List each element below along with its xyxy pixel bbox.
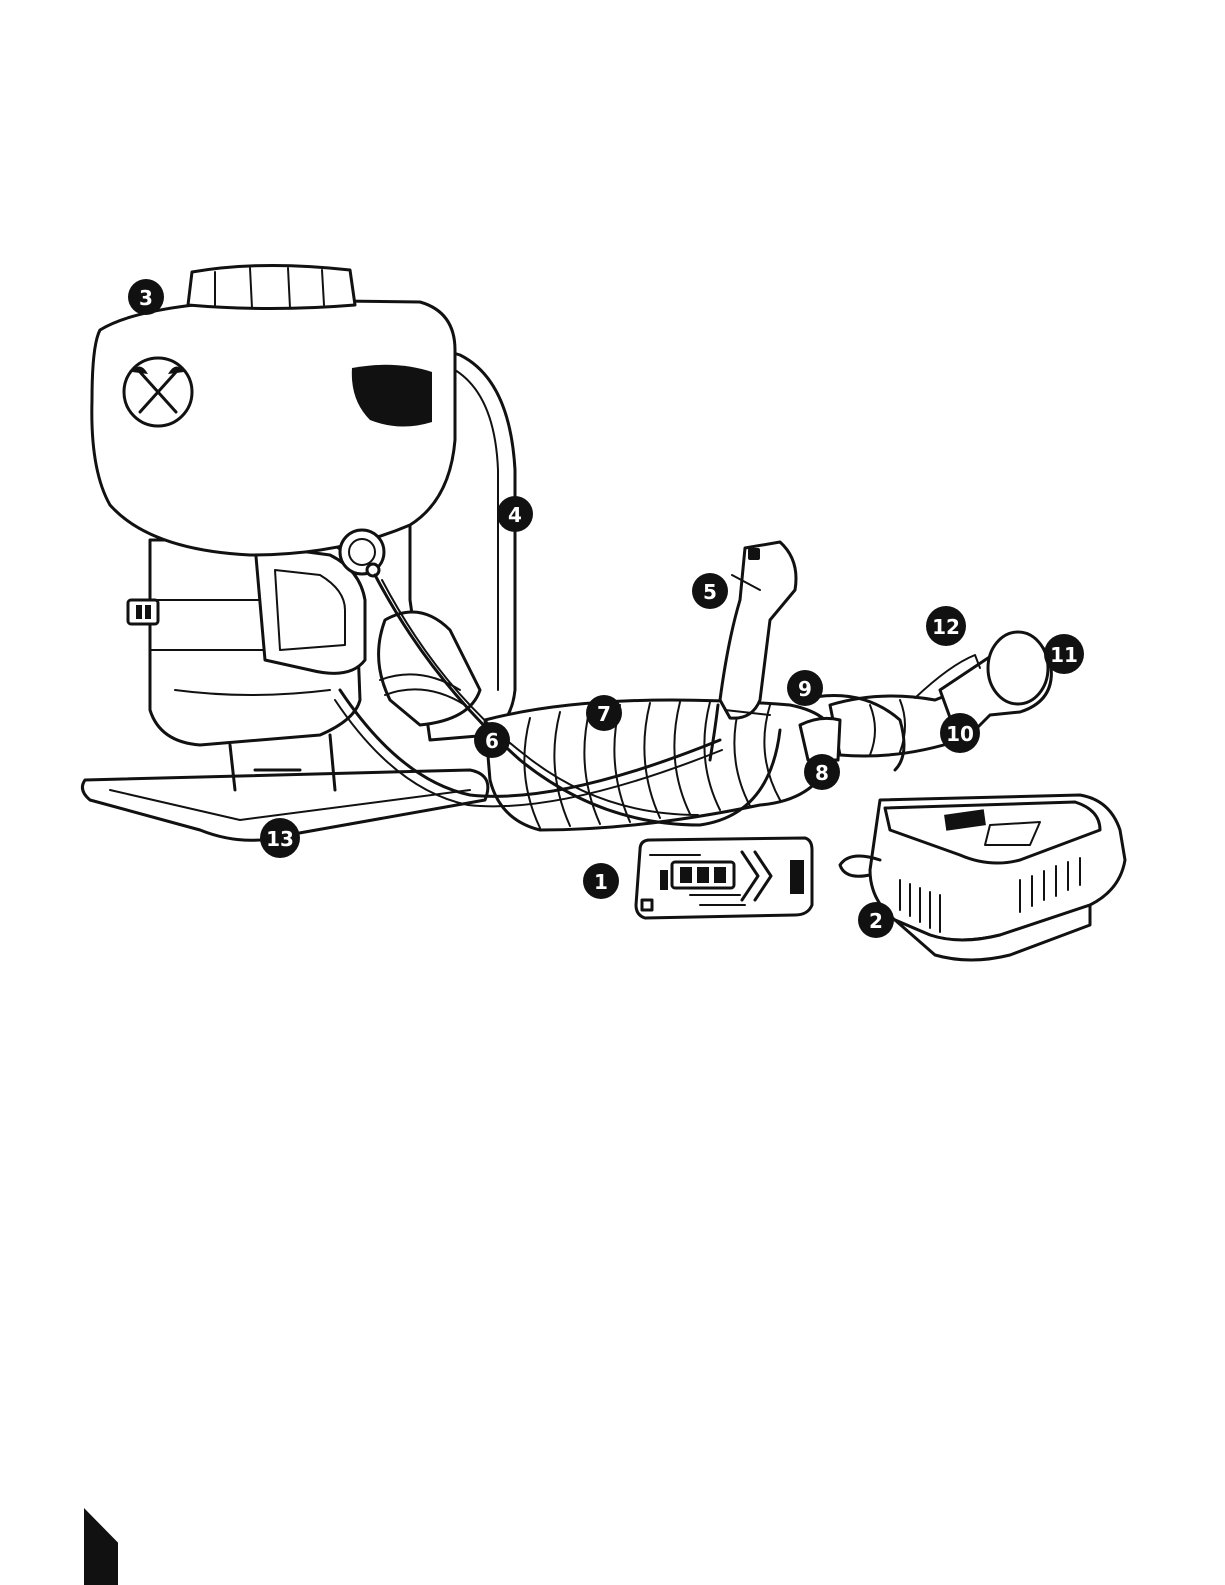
callout-1: 1 [583,863,619,899]
callout-label: 11 [1050,643,1078,667]
battery-pack-illustration [636,838,812,918]
callout-label: 5 [703,580,717,604]
callout-label: 12 [932,615,960,639]
callout-label: 10 [946,722,974,746]
callout-6: 6 [474,722,510,758]
callout-3: 3 [128,279,164,315]
callout-label: 3 [139,286,153,310]
callout-9: 9 [787,670,823,706]
callout-10: 10 [940,713,980,753]
callout-2: 2 [858,902,894,938]
crossed-axes-logo [124,358,192,426]
callout-label: 8 [815,761,829,785]
callout-label: 13 [266,827,294,851]
callout-5: 5 [692,573,728,609]
callout-label: 7 [597,702,611,726]
callout-label: 4 [508,503,522,527]
backpack-sprayer-illustration [82,265,1051,840]
callout-8: 8 [804,754,840,790]
callout-label: 9 [798,677,812,701]
callout-4: 4 [497,496,533,532]
callout-label: 1 [594,870,608,894]
callout-label: 6 [485,729,499,753]
callout-12: 12 [926,606,966,646]
callout-13: 13 [260,818,300,858]
callout-11: 11 [1044,634,1084,674]
callout-7: 7 [586,695,622,731]
callout-label: 2 [869,909,883,933]
